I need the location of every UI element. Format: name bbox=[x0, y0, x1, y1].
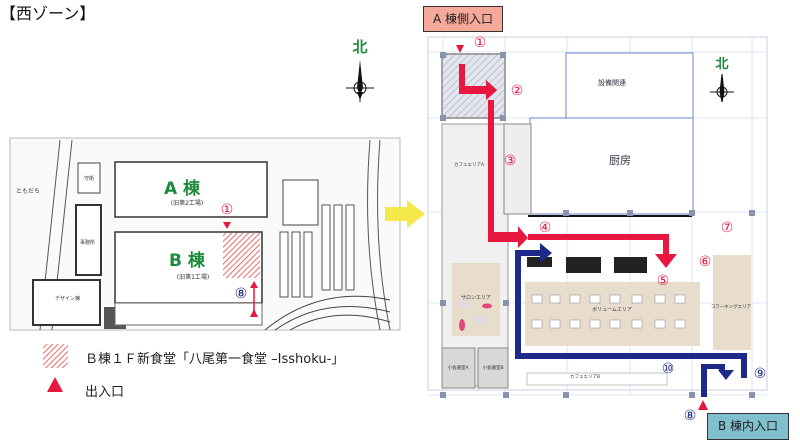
yellow-arrow-icon bbox=[385, 200, 425, 228]
step-9: ⑨ bbox=[754, 366, 767, 382]
equipment-room-label: 設備関連 bbox=[598, 78, 626, 87]
meeting-room-a-label: 小会議室A bbox=[447, 364, 469, 371]
volume-area-label: ボリュームエリア bbox=[592, 306, 632, 313]
entrance-arrow-icon bbox=[250, 281, 258, 317]
b-building-entrance-label: B 棟内入口 bbox=[707, 413, 789, 440]
tomoda-label: ともだち bbox=[16, 188, 40, 195]
cafe-b-label: カフェエリアB bbox=[570, 374, 600, 380]
building-b-label: B 棟 bbox=[169, 250, 206, 271]
step-6: ⑥ bbox=[699, 254, 712, 270]
step-8: ⑧ bbox=[684, 408, 697, 424]
cafe-a-label: カフェエリアA bbox=[454, 162, 485, 168]
floor-plan: 設備関連 厨房 カフェエリアA サロンエリア ボリュームエリア コワーキングエリ… bbox=[427, 35, 768, 424]
step-1: ① bbox=[474, 35, 487, 51]
north-label-plan: 北 bbox=[715, 57, 728, 72]
step-5: ⑤ bbox=[657, 273, 670, 289]
legend-cafeteria-text: Ｂ棟１Ｆ新食堂「八尾第一食堂 –Isshoku-」 bbox=[85, 352, 345, 367]
a-building-entrance-label: A 棟側入口 bbox=[423, 6, 503, 32]
building-b-sublabel: (旧第1工場) bbox=[177, 273, 210, 281]
zone-title: 【西ゾーン】 bbox=[0, 4, 96, 23]
red-route bbox=[456, 45, 708, 410]
guard-label: 守衛 bbox=[84, 175, 94, 182]
design-building-label: デザイン棟 bbox=[55, 295, 80, 302]
step-4: ④ bbox=[539, 220, 552, 236]
north-label: 北 bbox=[352, 38, 367, 56]
step-7: ⑦ bbox=[721, 220, 734, 236]
office-label: 事務所 bbox=[80, 239, 95, 246]
legend-entrance-text: 出入口 bbox=[85, 385, 125, 400]
legend-entrance-triangle-icon bbox=[47, 377, 63, 392]
coworking-label: コワーキングエリア bbox=[711, 303, 752, 310]
building-a-sublabel: (旧第2工場) bbox=[171, 199, 204, 207]
marker-1: ① bbox=[221, 202, 234, 218]
step-3: ③ bbox=[504, 153, 517, 169]
north-compass-icon: 北 bbox=[346, 38, 374, 102]
step-2: ② bbox=[511, 83, 524, 99]
meeting-room-b-label: 小会議室B bbox=[482, 364, 503, 371]
building-a-label: A 棟 bbox=[164, 178, 201, 199]
north-compass-icon-plan: 北 bbox=[710, 57, 734, 103]
step-10: ⑩ bbox=[662, 361, 675, 377]
salon-label: サロンエリア bbox=[461, 295, 491, 301]
legend-cafeteria-swatch bbox=[43, 344, 68, 368]
entrance-triangle-icon bbox=[223, 222, 231, 229]
blue-route bbox=[515, 243, 747, 397]
site-map: A 棟 (旧第2工場) B 棟 (旧第1工場) ともだち 守衛 事務所 デザイン… bbox=[9, 137, 401, 331]
kitchen-label: 厨房 bbox=[609, 154, 631, 167]
marker-8: ⑧ bbox=[235, 286, 248, 302]
new-cafeteria-area bbox=[223, 233, 260, 278]
